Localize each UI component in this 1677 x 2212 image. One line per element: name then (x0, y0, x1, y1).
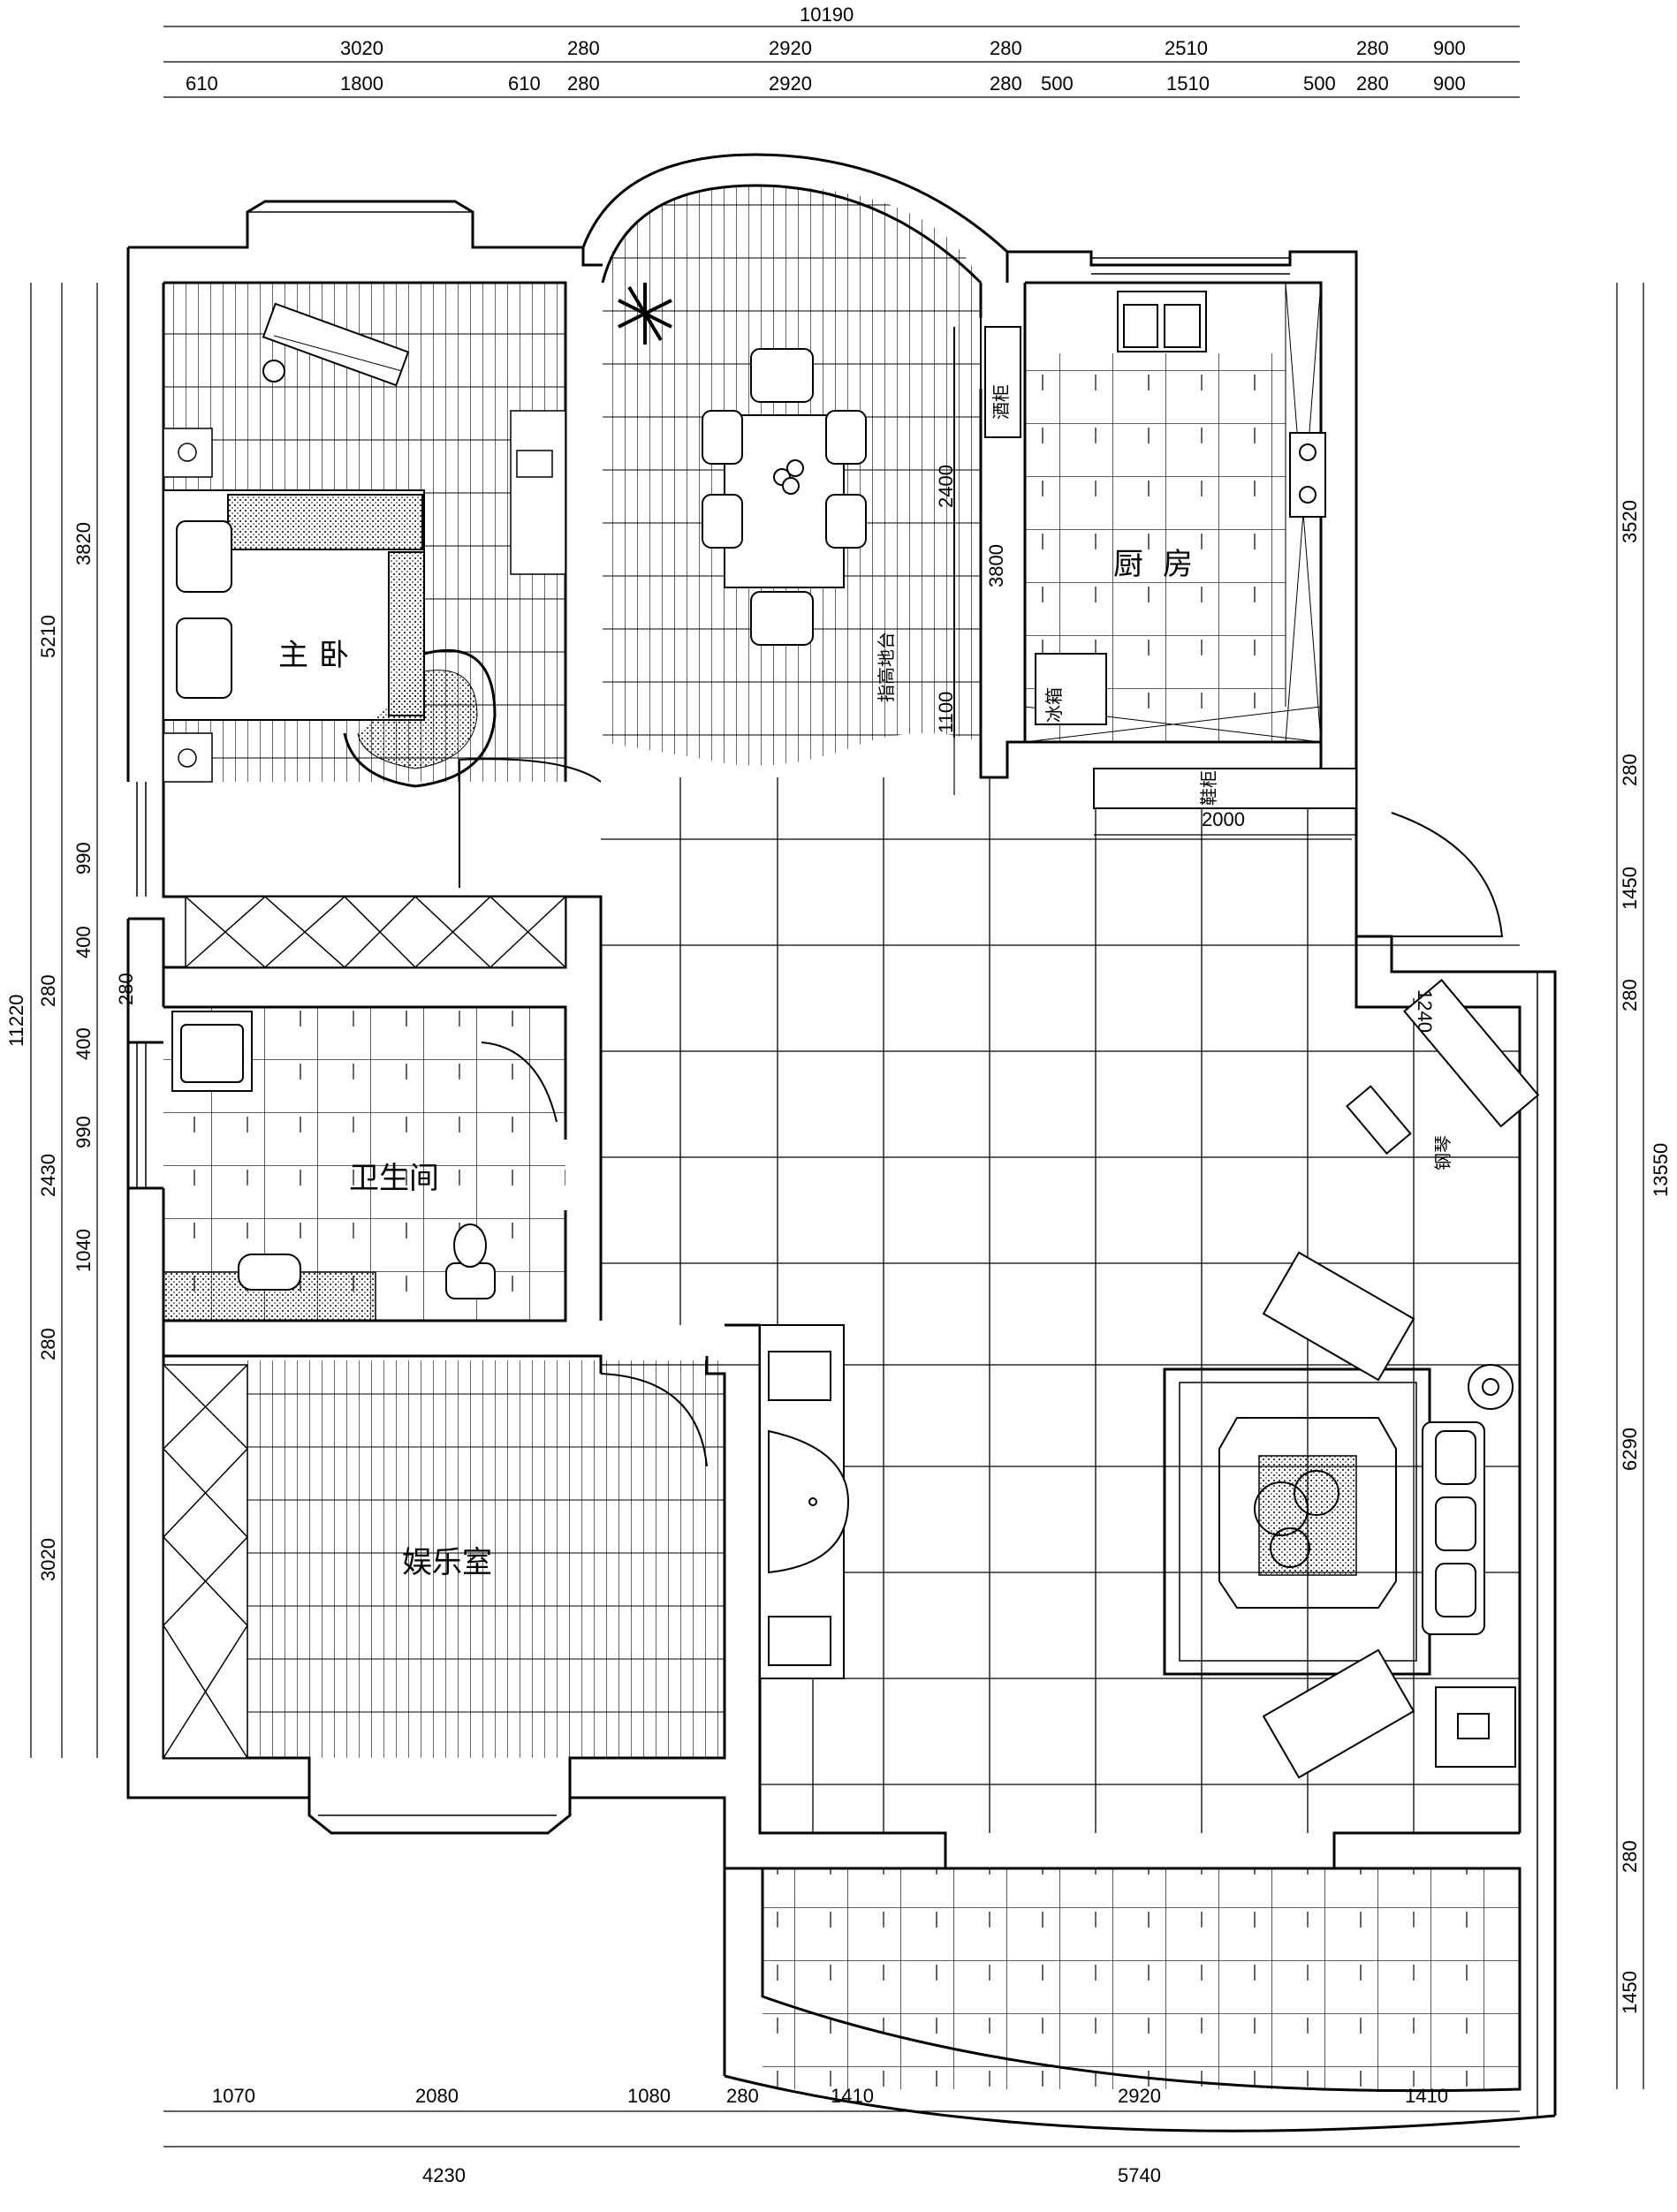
dim-left-total: 11220 (5, 994, 27, 1047)
dim-top-r1-0: 3020 (340, 37, 383, 59)
dim-bottom-r2-0: 4230 (422, 2164, 466, 2186)
dim-bottom-r1-3: 280 (726, 2085, 759, 2107)
label-shoe: 鞋柜 (1198, 770, 1219, 806)
wardrobe (185, 896, 566, 968)
room-label-bathroom: 卫生间 (349, 1161, 439, 1196)
dim-bottom-r1-5: 2920 (1118, 2085, 1161, 2107)
doors (459, 318, 1504, 1467)
dim-right-a-3: 280 (1619, 979, 1641, 1011)
sofa-set (1262, 1251, 1514, 1779)
balcony-floor (763, 1868, 1520, 2089)
dim-top-r2-0: 610 (186, 72, 218, 95)
dim-shoe-2000: 2000 (1202, 808, 1245, 830)
dining-table (702, 348, 867, 646)
dim-left-o-4: 3020 (37, 1538, 59, 1581)
treadmill (262, 302, 410, 387)
dim-top-r1-3: 280 (990, 37, 1022, 59)
nightstand-lamps (163, 428, 213, 783)
dim-top-r1-6: 900 (1433, 37, 1466, 59)
dim-left-i-0: 3820 (72, 522, 95, 565)
dim-dining-1100: 1100 (935, 692, 957, 733)
fridge (1035, 653, 1107, 725)
dim-right-a-5: 280 (1619, 1840, 1641, 1873)
dim-bottom-r2-1: 5740 (1118, 2164, 1161, 2186)
label-bar: 指高地台 (876, 632, 897, 702)
dim-top-r2-10: 900 (1433, 72, 1466, 95)
dim-top-r2-6: 500 (1041, 72, 1074, 95)
shoe-cabinet (1093, 768, 1357, 809)
phone-table (1435, 1686, 1516, 1768)
toilet (238, 1223, 496, 1299)
dim-left-i-5: 990 (72, 1116, 95, 1148)
dim-left-i-4: 400 (72, 1027, 95, 1060)
dim-top-r2-9: 280 (1356, 72, 1389, 95)
dim-top-r2-7: 1510 (1166, 72, 1210, 95)
stove (1289, 432, 1326, 518)
dim-top-r2-3: 280 (567, 72, 600, 95)
dim-left-i-3: 280 (115, 973, 137, 1005)
dim-right-a-6: 1450 (1619, 1971, 1641, 2014)
dim-left-i-1: 990 (72, 842, 95, 875)
dim-top-total: 10190 (800, 4, 854, 26)
label-fridge: 冰箱 (1043, 687, 1065, 723)
bed (163, 489, 425, 721)
dim-bottom-r1-2: 1080 (627, 2085, 671, 2107)
round-chair (343, 648, 497, 788)
room-label-master-bedroom: 主卧 (278, 638, 360, 673)
dim-bottom-r1-0: 1070 (212, 2085, 255, 2107)
plant-icon (618, 283, 672, 345)
label-wine: 酒柜 (990, 384, 1012, 420)
dim-bottom-r1-6: 1410 (1405, 2085, 1448, 2107)
dim-right-total: 13550 (1650, 1143, 1672, 1197)
ent-cabinet (163, 1364, 248, 1759)
dim-bottom-r1-1: 2080 (415, 2085, 459, 2107)
room-label-kitchen: 厨房 (1113, 547, 1212, 582)
dim-right-a-4: 6290 (1619, 1428, 1641, 1471)
dim-left-i-2: 400 (72, 926, 95, 958)
dim-top-r2-5: 280 (990, 72, 1022, 95)
dim-right-a-2: 1450 (1619, 867, 1641, 910)
tv-cabinet (759, 1324, 850, 1679)
dim-dining-3800: 3800 (985, 544, 1007, 587)
dim-dining-2400: 2400 (935, 465, 957, 508)
bath-sink (171, 1011, 253, 1092)
rug (1163, 1367, 1431, 1676)
dim-right-a-1: 280 (1619, 754, 1641, 786)
dim-left-o-2: 2430 (37, 1154, 59, 1197)
dim-top-r2-2: 610 (508, 72, 541, 95)
dim-top-r2-4: 2920 (769, 72, 812, 95)
dim-top-r1-2: 2920 (769, 37, 812, 59)
dimension-lines (30, 26, 1644, 2148)
dim-bottom-r1-4: 1410 (831, 2085, 874, 2107)
dim-top-r1-1: 280 (567, 37, 600, 59)
dim-living-1240: 1240 (1414, 989, 1436, 1033)
dim-left-o-1: 280 (37, 974, 59, 1007)
dim-top-r2-8: 500 (1303, 72, 1336, 95)
room-label-entertainment: 娱乐室 (402, 1545, 492, 1580)
dim-top-r1-4: 2510 (1165, 37, 1208, 59)
dim-left-o-0: 5210 (37, 615, 59, 658)
dim-top-r2-1: 1800 (340, 72, 383, 95)
kitchen-sink (1117, 291, 1207, 352)
label-piano: 钢琴 (1432, 1135, 1453, 1170)
wine-cabinet (984, 326, 1021, 438)
windows (136, 211, 1538, 2116)
desk (510, 410, 566, 575)
dim-left-o-3: 280 (37, 1328, 59, 1360)
walls (126, 153, 1557, 2132)
entertainment-floor (247, 1360, 725, 1758)
dim-top-r1-5: 280 (1356, 37, 1389, 59)
dim-right-a-0: 3520 (1619, 500, 1641, 543)
piano (1346, 979, 1540, 1155)
dim-left-i-6: 1040 (72, 1229, 95, 1272)
